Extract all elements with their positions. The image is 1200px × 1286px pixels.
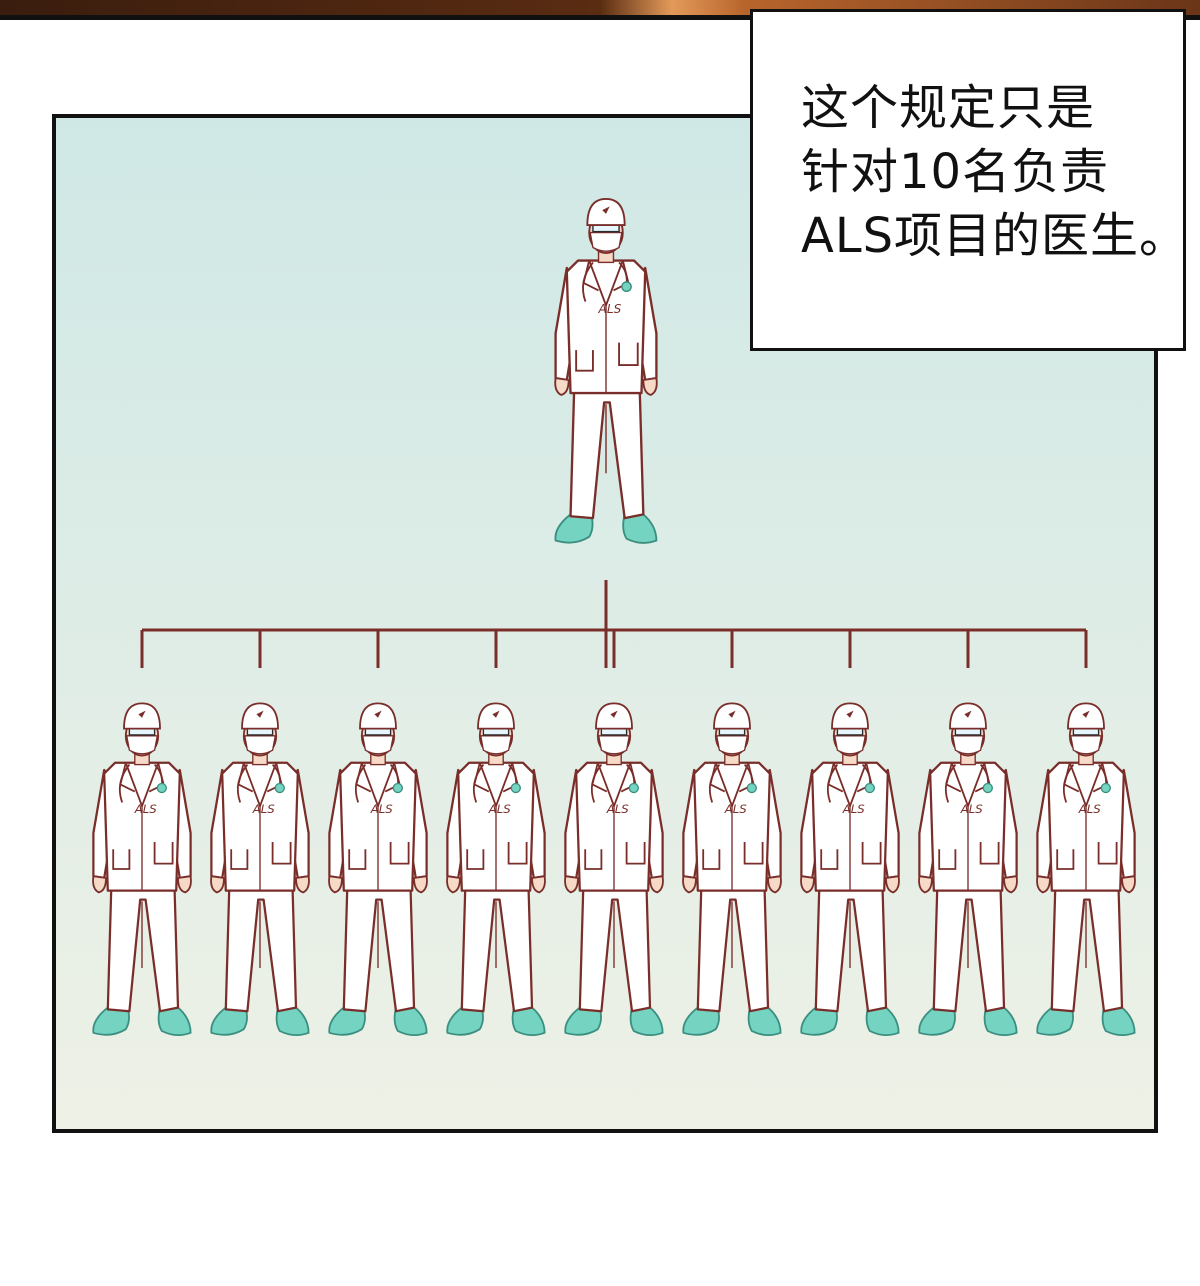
caption-line-2: 针对10名负责 [801,144,1110,200]
caption-box: 这个规定只是 针对10名负责 ALS项目的医生。 [750,9,1189,351]
caption-line-1: 这个规定只是 [801,80,1096,136]
hierarchy-connectors [140,580,1088,668]
caption-line-3: ALS项目的医生。 [801,208,1189,264]
